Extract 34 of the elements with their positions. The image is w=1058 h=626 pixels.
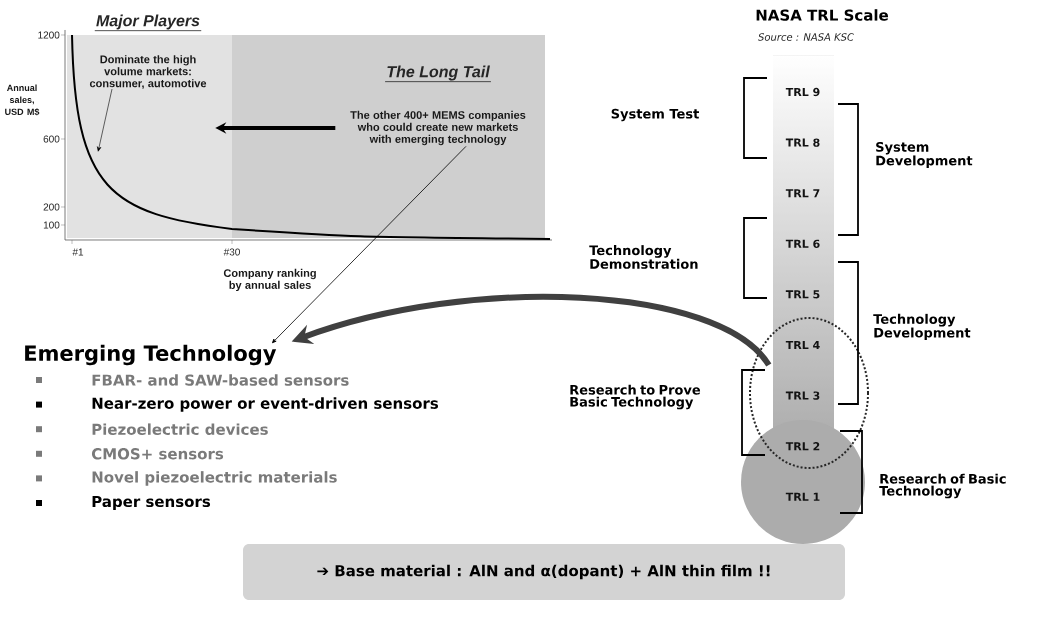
axis-title: Annual sales, USD M$ (5, 84, 40, 116)
source-note: Source : NASA KSC (758, 33, 854, 41)
region-text: The other 400+ MEMS companies who could create new markets with emerging technology (350, 110, 526, 146)
section-heading: The Long Tail (384, 65, 492, 83)
level-label: TRL 9 (785, 87, 820, 97)
list-item: Paper sensors (92, 495, 211, 510)
scale-title: NASA TRL Scale (756, 9, 888, 21)
list-item: Near-zero power or event-driven sensors (92, 397, 439, 412)
section-heading: Emerging Technology (25, 344, 277, 366)
list-item: Novel piezoelectric materials (92, 471, 337, 486)
list-item: FBAR- and SAW-based sensors (92, 374, 349, 386)
axis-title: Company ranking by annual sales (223, 268, 316, 292)
tick-label: #30 (223, 248, 240, 256)
stage-label: Research of Basic Technology (879, 473, 1006, 499)
level-label: TRL 4 (785, 341, 820, 349)
level-label: TRL 1 (785, 492, 820, 501)
level-label: TRL 8 (785, 138, 820, 147)
section-heading: Major Players (94, 14, 202, 32)
arrow (272, 145, 467, 344)
tick-label: #1 (72, 248, 84, 256)
level-label: TRL 7 (785, 189, 820, 198)
level-label: TRL 3 (785, 391, 820, 400)
region-text: Dominate the high volume markets: consumer, automotive (89, 55, 207, 89)
level-label: TRL 2 (785, 442, 820, 451)
level-label: TRL 6 (785, 239, 820, 248)
arrow (97, 88, 113, 152)
tick-label: 1200 (38, 31, 60, 39)
list-item: CMOS+ sensors (91, 448, 224, 460)
stage-label: System Test (611, 108, 699, 122)
list-item: Piezoelectric devices (92, 423, 268, 435)
stage-label: Research to Prove Basic Technology (570, 384, 701, 410)
note-box: ➔ Base material : AlN and α(dopant) + AlN thin film !! (243, 544, 845, 600)
level-label: TRL 5 (785, 290, 820, 299)
stage-label: Technology Demonstration (589, 245, 698, 269)
